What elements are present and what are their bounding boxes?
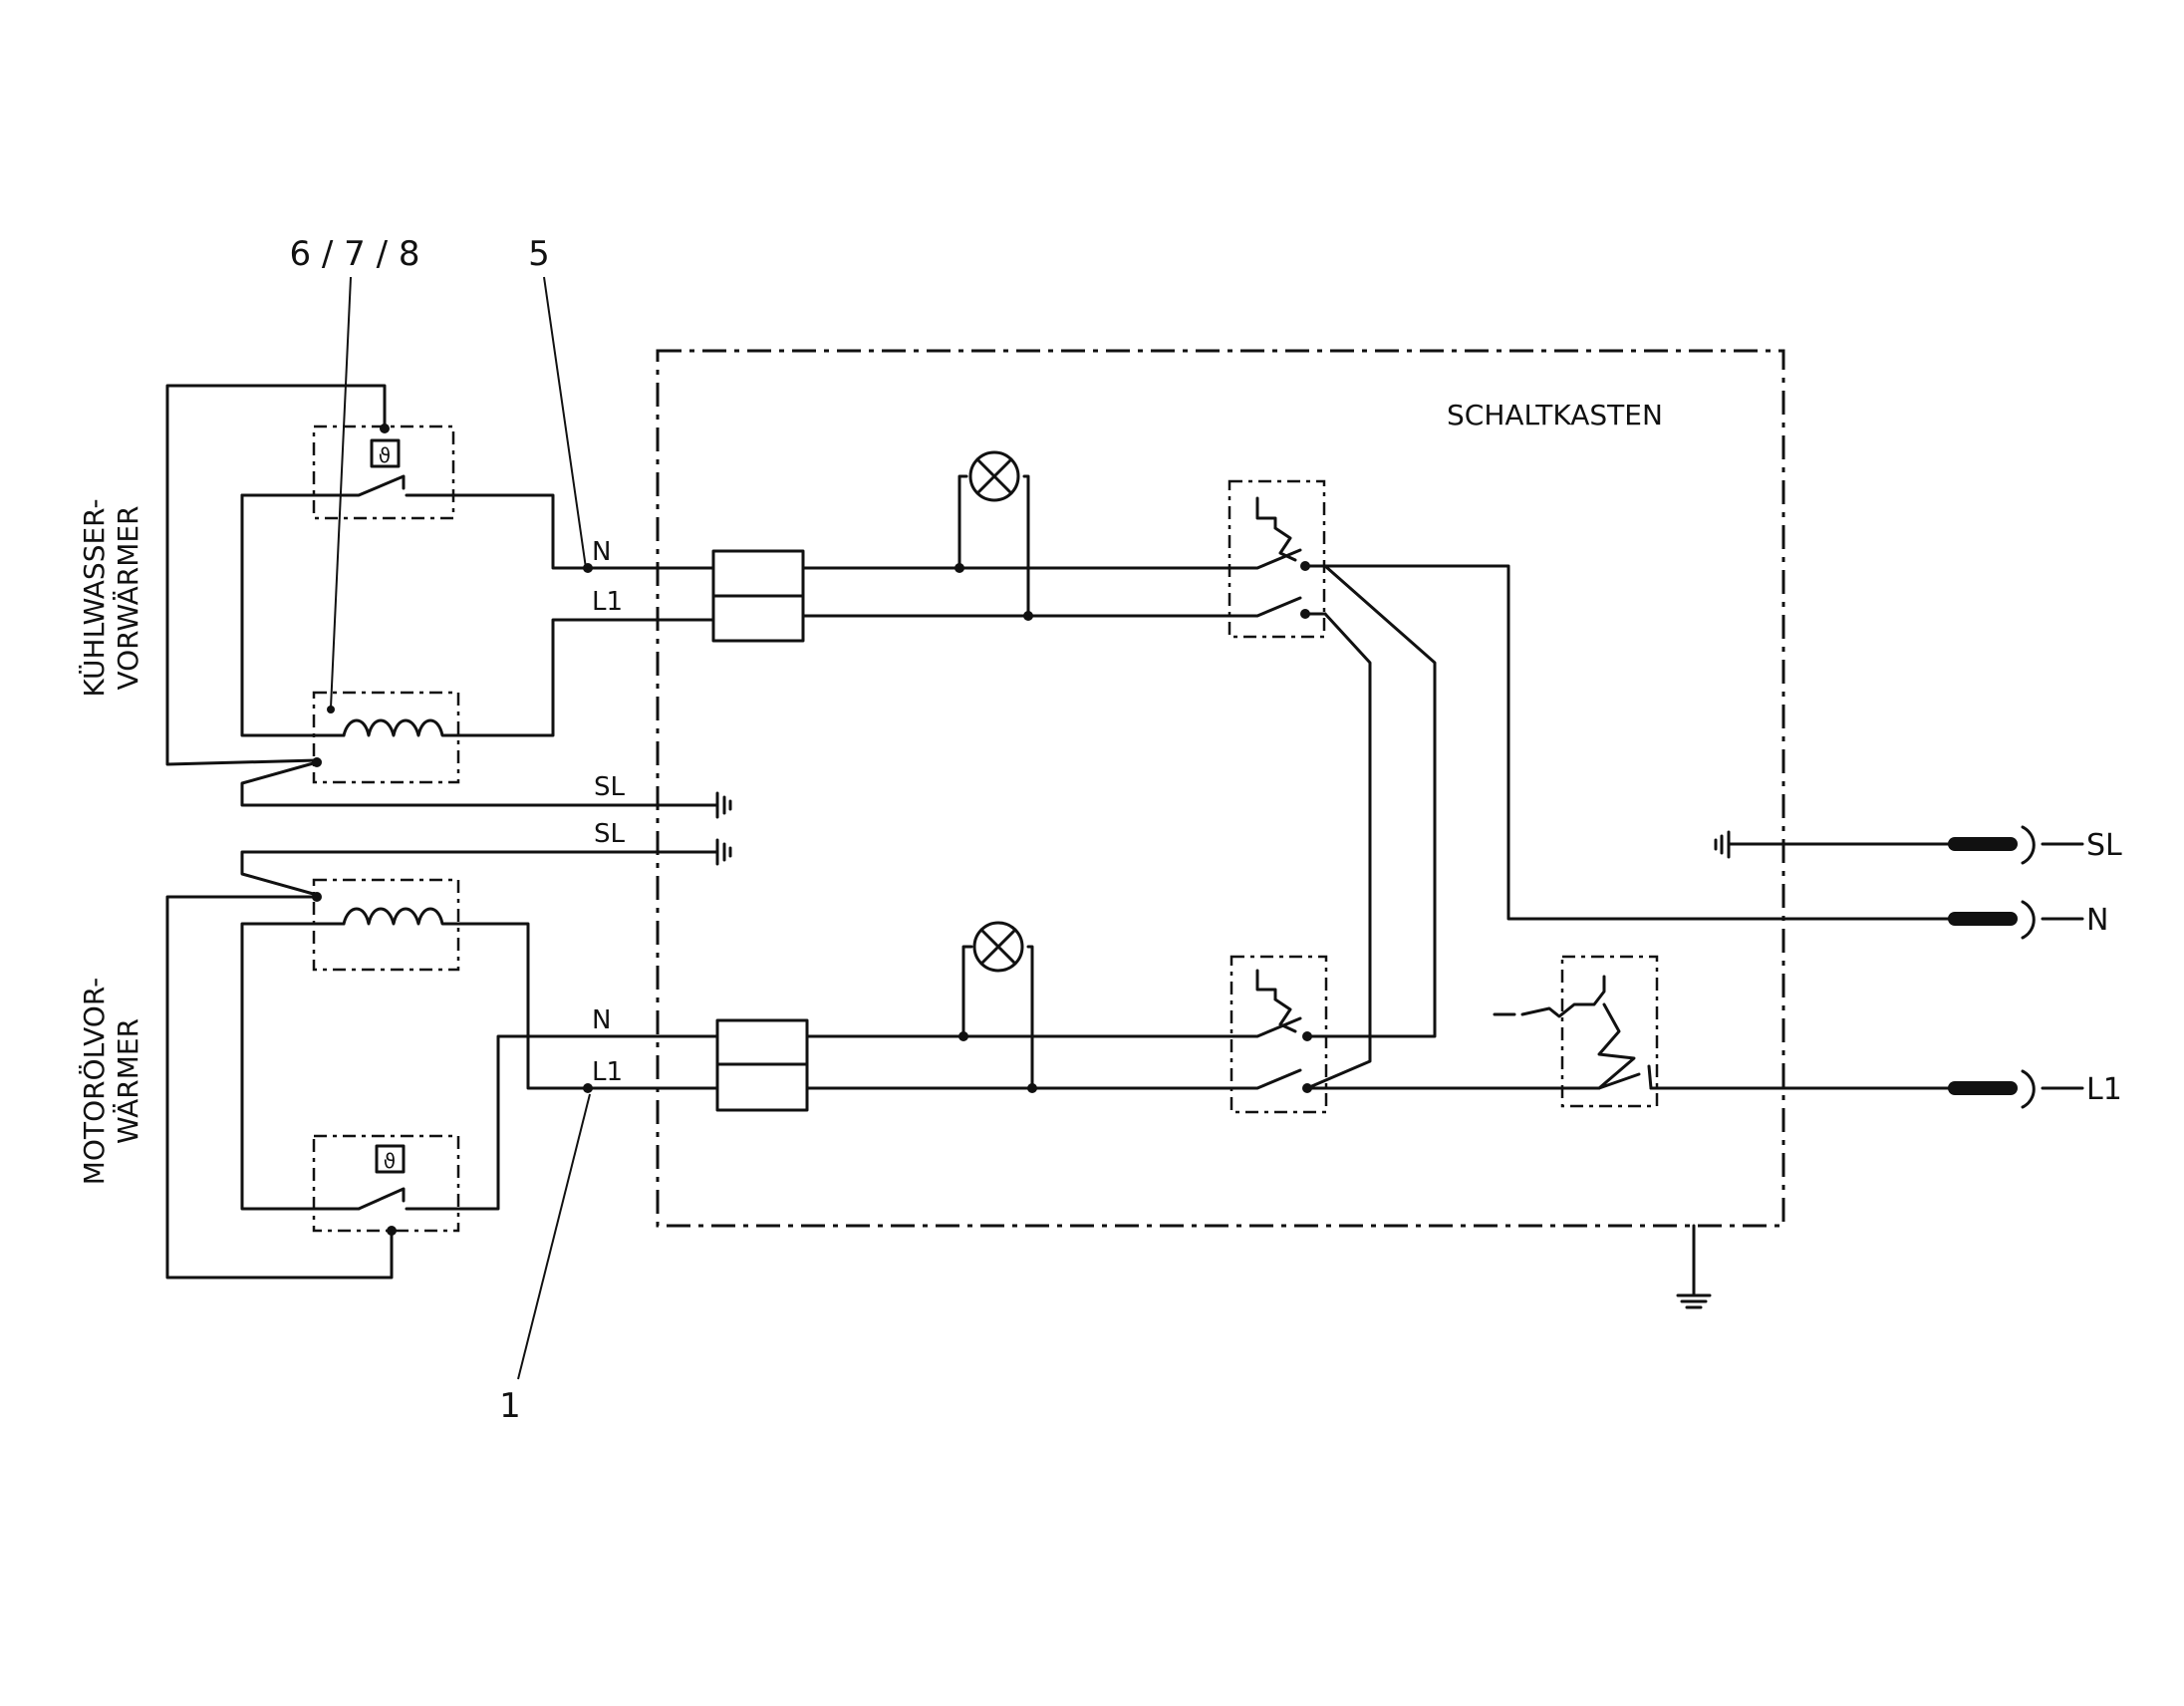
terminal-label-l1: L1 [2086, 1072, 2122, 1107]
switch-box-upper [1228, 479, 1326, 639]
upper-circuit [586, 450, 1327, 643]
svg-text:ϑ: ϑ [384, 1149, 396, 1173]
indicator-lamp-lower-icon [972, 921, 1024, 973]
side-label-vorwaermer: VORWÄRMER [112, 505, 144, 690]
terminal-label-sl: SL [2086, 828, 2122, 863]
label-top-l1: L1 [592, 587, 623, 617]
callout-1: 1 [499, 1386, 521, 1426]
wire-top-n [426, 493, 590, 570]
leader-line-5 [543, 276, 587, 569]
switch-lower-icon [1233, 969, 1302, 1090]
thermostat-switch-bottom [357, 1034, 590, 1211]
heater-box-top [312, 691, 460, 784]
switch-box-lower [1229, 955, 1328, 1114]
leader-line-1 [517, 1093, 591, 1380]
heater-coil-top [342, 618, 590, 737]
ground-icon-sl-2 [715, 838, 732, 866]
main-switch-box [1560, 955, 1659, 1108]
oil-preheater: ϑ [165, 850, 719, 1280]
callout-5: 5 [528, 234, 550, 274]
side-label-kuehlwasser: KÜHLWASSER- [77, 498, 111, 697]
thermostat-switch-top [240, 474, 430, 497]
thermostat-icon-bottom [375, 1144, 406, 1174]
wire-outer-loop-bottom [165, 895, 394, 1280]
terminal-l1: L1 [1948, 1069, 2122, 1109]
side-label-motoroelvor: MOTORÖLVOR- [77, 978, 111, 1185]
thermostat-icon-top [370, 438, 401, 468]
heater-coil-bottom [342, 907, 590, 1090]
coolant-preheater: ϑ [165, 384, 719, 807]
callout-6-7-8: 6 / 7 / 8 [289, 234, 419, 274]
label-bottom-l1: L1 [592, 1057, 623, 1087]
ground-icon-box [1676, 1224, 1712, 1309]
switch-upper-icon [1233, 496, 1302, 618]
thermostat-box-bottom [312, 1134, 460, 1233]
terminal-sl: SL [1948, 825, 2122, 865]
label-sl-1: SL [594, 772, 626, 802]
wire-earth-bottom [240, 850, 719, 897]
label-bottom-n: N [592, 1005, 611, 1035]
wire-supply-n [1323, 564, 1980, 921]
wire-outer-loop-top [165, 384, 387, 766]
ground-icon-supply [1714, 830, 1731, 859]
wire-inner-loop-top [240, 493, 346, 737]
terminal-n: N [1948, 900, 2108, 940]
ground-icon-sl-1 [715, 791, 732, 819]
side-label-waermer: WÄRMER [112, 1018, 144, 1144]
wire-cross-inner [1305, 612, 1372, 1090]
label-top-n: N [592, 537, 611, 567]
svg-text:ϑ: ϑ [379, 443, 391, 467]
lower-circuit [586, 921, 1328, 1114]
label-sl-2: SL [594, 819, 626, 849]
leader-line-6-7-8 [330, 276, 352, 709]
terminal-label-n: N [2086, 903, 2108, 938]
wire-earth-top [240, 760, 719, 807]
indicator-lamp-upper-icon [968, 450, 1020, 502]
main-switch-icon [1493, 975, 1653, 1090]
wire-inner-loop-bottom [240, 922, 361, 1211]
control-box-title: SCHALTKASTEN [1447, 399, 1663, 431]
control-box [656, 349, 1785, 1228]
